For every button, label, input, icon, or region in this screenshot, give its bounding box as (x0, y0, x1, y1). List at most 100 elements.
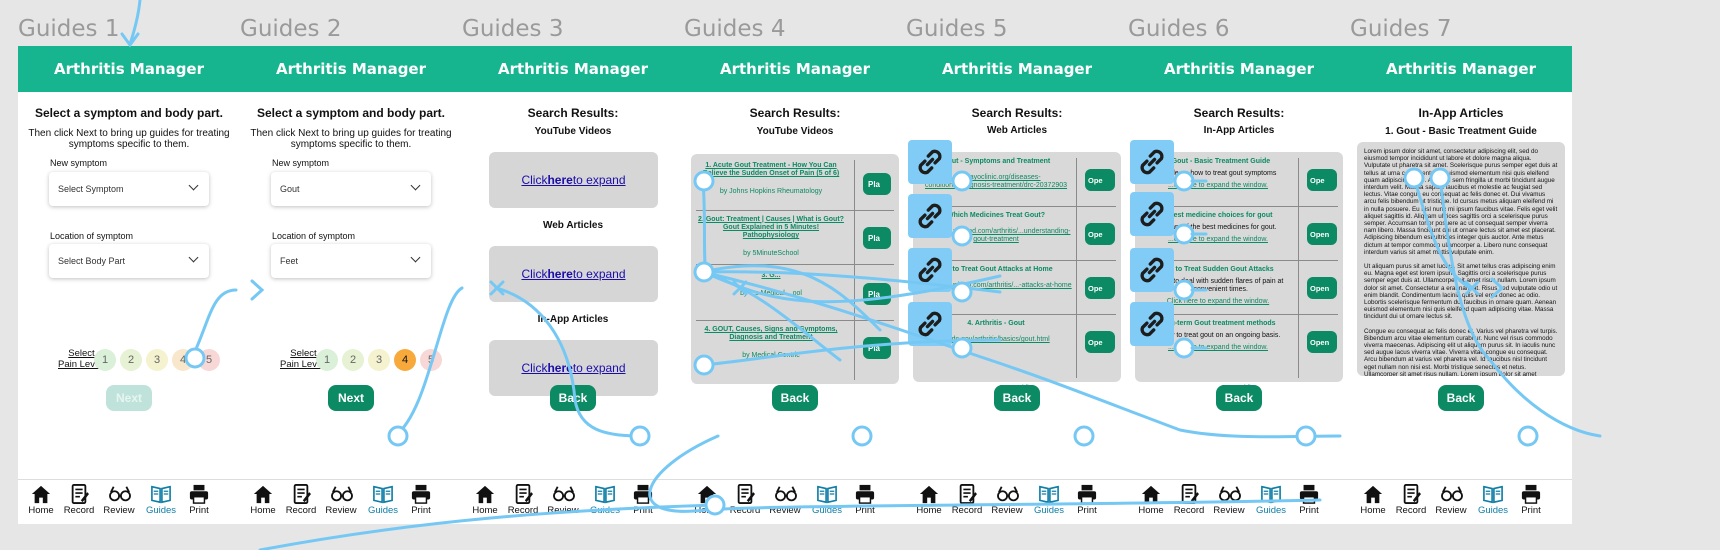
tab-print[interactable]: Print (844, 484, 886, 516)
tab-review[interactable]: Review (542, 484, 584, 516)
pain-level-1[interactable]: 1 (94, 349, 116, 371)
guides-icon (372, 484, 394, 504)
article-expand-link[interactable]: ...ck here to expand the window. (1167, 236, 1268, 243)
tab-review[interactable]: Review (98, 484, 140, 516)
link-icon[interactable] (908, 302, 952, 346)
link-icon[interactable] (1130, 192, 1174, 236)
link-icon[interactable] (1130, 248, 1174, 292)
tab-record[interactable]: Record (1390, 484, 1432, 516)
tab-home[interactable]: Home (242, 484, 284, 516)
tab-guides[interactable]: Guides (584, 484, 626, 516)
tab-record[interactable]: Record (724, 484, 766, 516)
pain-level-2[interactable]: 2 (120, 349, 142, 371)
body-part-select[interactable]: Feet (271, 244, 431, 278)
body-part-select[interactable]: Select Body Part (49, 244, 209, 278)
article-expand-link[interactable]: ...ck here to expand the window. (1167, 182, 1268, 189)
tab-home[interactable]: Home (908, 484, 950, 516)
tab-guides[interactable]: Guides (1250, 484, 1292, 516)
section-label-youtube: YouTube Videos (756, 126, 834, 137)
open-button[interactable]: Ope (1085, 331, 1115, 353)
back-button[interactable]: Back (772, 385, 818, 411)
pain-level-2[interactable]: 2 (342, 349, 364, 371)
article-url[interactable]: ...s://www.webmd.com/arthritis/...unders… (921, 228, 1071, 243)
article-title: ...w to Treat Sudden Gout Attacks (1162, 266, 1274, 273)
open-button[interactable]: Ope (1307, 169, 1337, 191)
expand-card-youtube[interactable]: Click here to expand (489, 152, 658, 208)
article-result[interactable]: ...best medicine choices for gout...mary… (1142, 212, 1294, 244)
tab-record[interactable]: Record (502, 484, 544, 516)
next-button[interactable]: Next (328, 385, 374, 411)
pain-level-5[interactable]: 5 (198, 349, 220, 371)
pain-level-3[interactable]: 3 (368, 349, 390, 371)
symptom-select[interactable]: Gout (271, 172, 431, 206)
pain-level-4[interactable]: 4 (394, 349, 416, 371)
link-icon[interactable] (1130, 140, 1174, 184)
tab-home[interactable]: Home (1130, 484, 1172, 516)
pain-level-5[interactable]: 5 (420, 349, 442, 371)
link-icon[interactable] (908, 194, 952, 238)
tab-guides[interactable]: Guides (806, 484, 848, 516)
link-icon[interactable] (1130, 302, 1174, 346)
link-icon[interactable] (908, 140, 952, 184)
tab-record[interactable]: Record (946, 484, 988, 516)
tab-print[interactable]: Print (400, 484, 442, 516)
pain-level-3[interactable]: 3 (146, 349, 168, 371)
tab-home[interactable]: Home (20, 484, 62, 516)
back-button[interactable]: Back (1216, 385, 1262, 411)
tab-record[interactable]: Record (58, 484, 100, 516)
tab-review[interactable]: Review (1430, 484, 1472, 516)
tab-print[interactable]: Print (1066, 484, 1108, 516)
pain-level-1[interactable]: 1 (316, 349, 338, 371)
tab-guides[interactable]: Guides (1028, 484, 1070, 516)
back-button[interactable]: Back (1438, 385, 1484, 411)
article-url[interactable]: ...w.mayoclinic.org/diseases-conditions/… (924, 174, 1068, 189)
next-button[interactable]: Next (106, 385, 152, 411)
tab-home[interactable]: Home (464, 484, 506, 516)
video-result[interactable]: 2. Gout: Treatment | Causes | What is Go… (696, 216, 846, 258)
tab-guides[interactable]: Guides (1472, 484, 1514, 516)
tab-print[interactable]: Print (178, 484, 220, 516)
open-button[interactable]: Open (1307, 223, 1337, 245)
frame-label: Guides 5 (906, 16, 1008, 42)
form-heading: Select a symptom and body part. (256, 106, 446, 120)
tab-record[interactable]: Record (280, 484, 322, 516)
play-button[interactable]: Pla (863, 283, 891, 305)
section-label-web: Web Articles (986, 125, 1048, 136)
home-icon (1140, 484, 1162, 504)
video-result[interactable]: 4. GOUT, Causes, Signs and Symptoms, Dia… (696, 326, 846, 360)
back-button[interactable]: Back (550, 385, 596, 411)
back-button[interactable]: Back (994, 385, 1040, 411)
tab-review[interactable]: Review (764, 484, 806, 516)
tab-guides[interactable]: Guides (362, 484, 404, 516)
tab-review[interactable]: Review (1208, 484, 1250, 516)
open-button[interactable]: Ope (1085, 223, 1115, 245)
tab-home[interactable]: Home (686, 484, 728, 516)
open-button[interactable]: Ope (1085, 277, 1115, 299)
play-button[interactable]: Pla (863, 227, 891, 249)
tab-record[interactable]: Record (1168, 484, 1210, 516)
tab-print[interactable]: Print (622, 484, 664, 516)
video-result[interactable]: 1. Acute Gout Treatment - How You Can Re… (696, 162, 846, 196)
pain-level-4[interactable]: 4 (172, 349, 194, 371)
open-button[interactable]: Open (1307, 277, 1337, 299)
review-icon (1440, 484, 1463, 504)
tab-home[interactable]: Home (1352, 484, 1394, 516)
symptom-select[interactable]: Select Symptom (49, 172, 209, 206)
card-text-pre: Click (521, 267, 548, 281)
article-result[interactable]: Which Medicines Treat Gout?...s://www.we… (920, 212, 1072, 244)
app-title: Arthritis Manager (462, 46, 684, 92)
tab-review[interactable]: Review (320, 484, 362, 516)
tab-guides[interactable]: Guides (140, 484, 182, 516)
expand-card-web[interactable]: Click here to expand (489, 246, 658, 302)
play-button[interactable]: Pla (863, 173, 891, 195)
video-result[interactable]: 3. G...by ...s Medical ...ool (696, 272, 846, 298)
link-icon[interactable] (908, 248, 952, 292)
tab-print[interactable]: Print (1510, 484, 1552, 516)
tab-print[interactable]: Print (1288, 484, 1330, 516)
article-result[interactable]: ...Gout - Basic Treatment Guide...uide o… (1142, 158, 1294, 190)
play-button[interactable]: Pla (863, 337, 891, 359)
open-button[interactable]: Ope (1085, 169, 1115, 191)
tab-review[interactable]: Review (986, 484, 1028, 516)
open-button[interactable]: Open (1307, 331, 1337, 353)
article-result[interactable]: ...out - Symptoms and Treatment...w.mayo… (920, 158, 1072, 190)
